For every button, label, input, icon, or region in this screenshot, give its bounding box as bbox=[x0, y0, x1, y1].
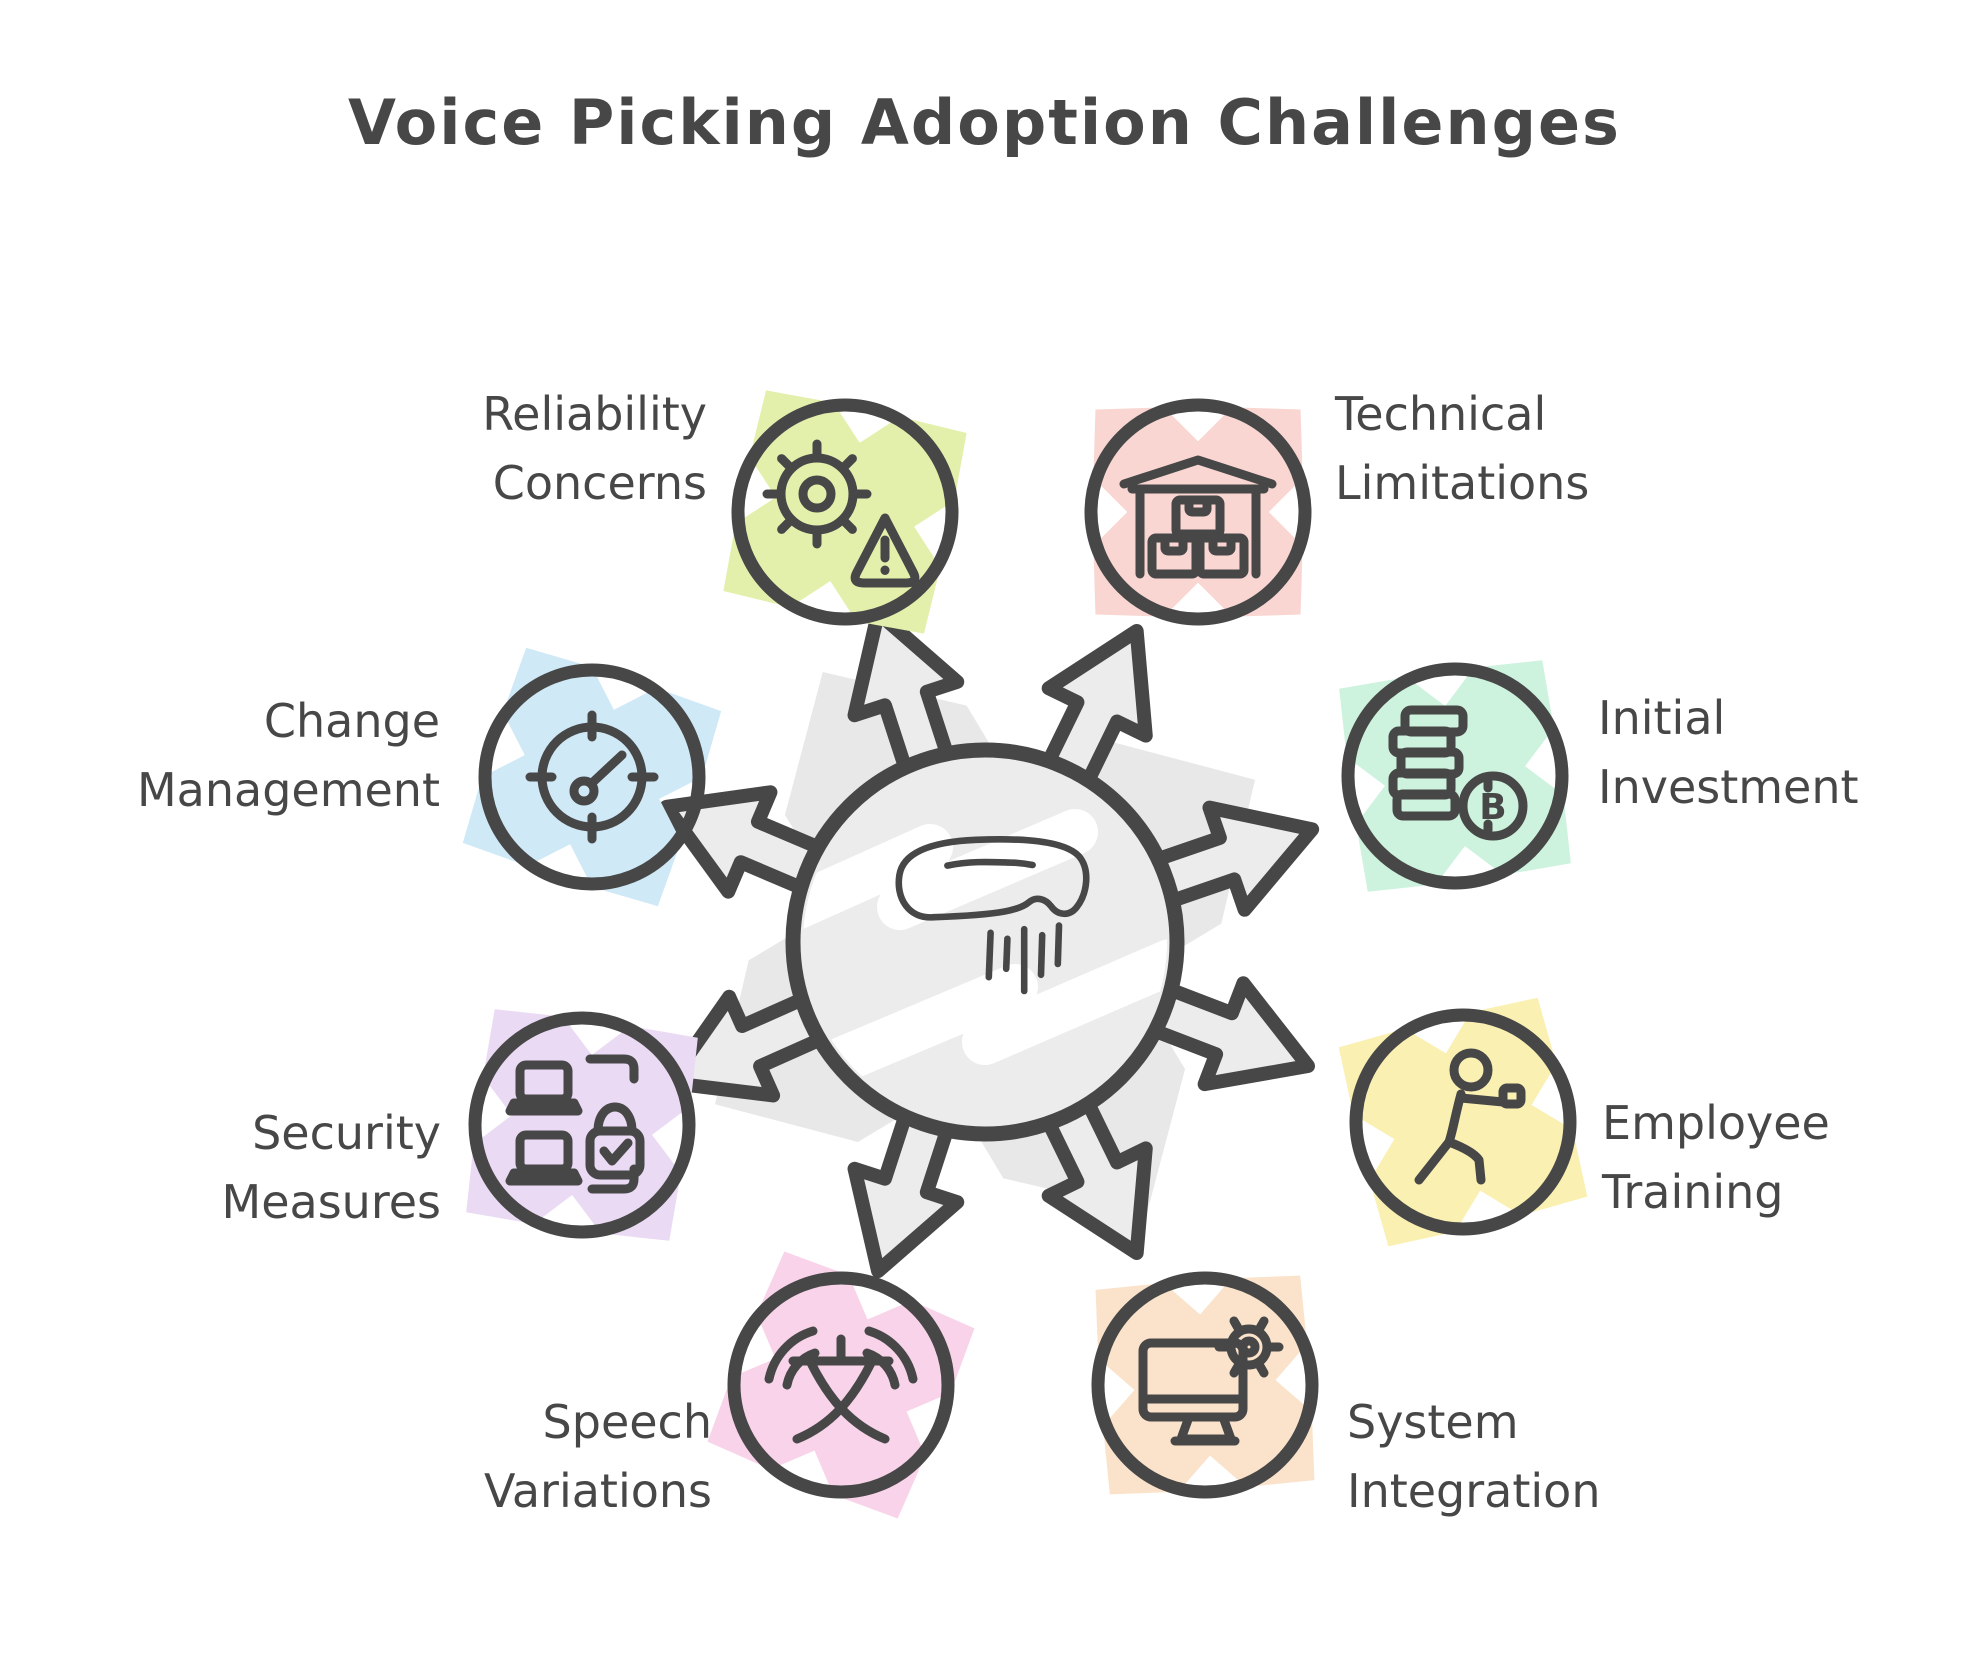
person-training-icon bbox=[1414, 1048, 1526, 1185]
label-employee-training: Employee Training bbox=[1602, 1096, 1830, 1219]
node-security-measures bbox=[466, 1009, 698, 1241]
label-system-integration: System Integration bbox=[1347, 1395, 1601, 1518]
svg-text:B: B bbox=[1479, 787, 1506, 828]
label-security-measures: Security Measures bbox=[221, 1106, 441, 1229]
monitor-gear-icon bbox=[1138, 1316, 1284, 1446]
node-system-integration bbox=[1091, 1271, 1319, 1499]
label-initial-investment: Initial Investment bbox=[1598, 691, 1859, 814]
coins-bitcoin-icon: B bbox=[1388, 705, 1528, 841]
laptops-lock-icon bbox=[505, 1054, 645, 1194]
voice-mask-doodle bbox=[895, 835, 1090, 995]
node-technical-limitations bbox=[1084, 398, 1312, 626]
node-reliability-concerns bbox=[723, 390, 967, 634]
node-speech-variations bbox=[707, 1251, 975, 1519]
label-speech-variations: Speech Variations bbox=[483, 1395, 712, 1518]
node-initial-investment: B bbox=[1339, 660, 1571, 892]
label-reliability-concerns: Reliability Concerns bbox=[482, 387, 707, 510]
language-waves-icon bbox=[764, 1326, 918, 1444]
gear-warning-icon bbox=[762, 439, 920, 588]
page-title: Voice Picking Adoption Challenges bbox=[348, 86, 1621, 159]
warehouse-icon bbox=[1119, 455, 1277, 579]
label-change-management: Change Management bbox=[136, 694, 440, 817]
label-technical-limitations: Technical Limitations bbox=[1335, 387, 1590, 510]
hub-circle bbox=[785, 742, 1185, 1142]
node-employee-training bbox=[1338, 997, 1588, 1247]
node-change-management bbox=[462, 647, 722, 907]
gauge-icon bbox=[525, 710, 659, 844]
hub-highlight-streaks bbox=[803, 809, 1167, 1090]
central-hub bbox=[485, 442, 1485, 1442]
